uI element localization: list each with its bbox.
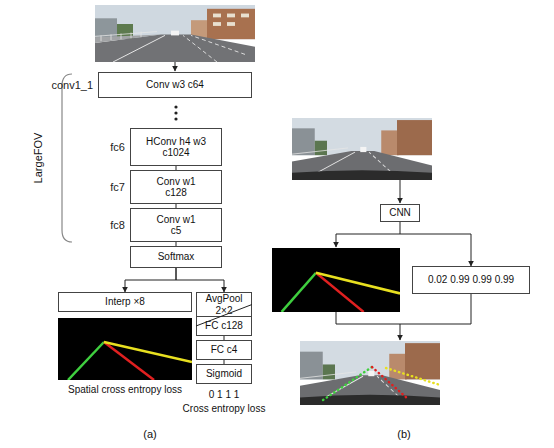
layer-label: Conv w1 c5 (156, 214, 196, 237)
layer-name: conv1_1 (51, 79, 93, 91)
layer-box: 0.02 0.99 0.99 0.99 (412, 266, 530, 294)
flow-arrow (400, 180, 401, 203)
layer-label: FC c4 (211, 344, 238, 356)
layer-label: Conv w3 c64 (146, 79, 204, 91)
figure-label: Spatial cross entropy loss (68, 384, 182, 395)
group-bracket (62, 74, 72, 242)
layer-label: HConv h4 w3 c1024 (145, 136, 207, 159)
connector (196, 305, 252, 327)
connector (176, 166, 177, 170)
lane-points-yellow (386, 368, 440, 385)
connector (176, 242, 177, 246)
merge-line (336, 294, 471, 324)
layer-box: CNN (380, 204, 420, 222)
layer-box: fc8Conv w1 c5 (130, 208, 222, 242)
connector (125, 268, 176, 292)
figure-label: (a) (143, 428, 156, 440)
ellipsis-dot (174, 117, 177, 120)
figure-label: 0 1 1 1 (209, 389, 240, 400)
layer-box: conv1_1Conv w3 c64 (98, 72, 252, 98)
connector (176, 204, 177, 208)
figure-label: Cross entropy loss (183, 403, 266, 414)
layer-box: Softmax (130, 246, 222, 268)
layer-label: CNN (389, 207, 411, 219)
connector (176, 268, 224, 292)
layer-box: fc7Conv w1 c128 (130, 170, 222, 204)
connector (224, 360, 225, 364)
split-arrow (336, 234, 400, 247)
connector (224, 336, 225, 340)
lane-map (58, 318, 192, 380)
layer-label: Interp ×8 (105, 296, 145, 308)
figure-label: LargeFOV (32, 133, 44, 184)
layer-name: fc7 (110, 181, 125, 193)
layer-box: FC c4 (196, 340, 252, 360)
figure-label: (b) (397, 428, 410, 440)
layer-name: fc8 (110, 219, 125, 231)
layer-label: Conv w1 c128 (156, 176, 196, 199)
input-photo (292, 118, 432, 180)
layer-label: AvgPool 2×2 (197, 293, 251, 316)
ellipsis-dot (174, 105, 177, 108)
layer-name: fc6 (110, 141, 125, 153)
lane-map (272, 248, 400, 312)
lane-points-green (323, 367, 372, 400)
layer-label: FC c128 (205, 320, 243, 332)
connector (400, 222, 471, 266)
layer-box: Sigmoid (196, 364, 252, 384)
output-photo (300, 341, 440, 405)
layer-box: FC c128 (196, 316, 252, 336)
input-photo (95, 5, 255, 62)
layer-box: Interp ×8 (58, 292, 192, 312)
layer-label: Softmax (158, 251, 195, 263)
merge-arrow (400, 324, 401, 340)
ellipsis-dot (174, 111, 177, 114)
layer-box: fc6HConv h4 w3 c1024 (130, 128, 222, 166)
layer-label: Sigmoid (206, 368, 242, 380)
layer-label: 0.02 0.99 0.99 0.99 (428, 274, 514, 286)
flow-arrow (175, 62, 176, 71)
layer-box: AvgPool 2×2 (196, 292, 252, 317)
lane-points-red (372, 367, 408, 399)
